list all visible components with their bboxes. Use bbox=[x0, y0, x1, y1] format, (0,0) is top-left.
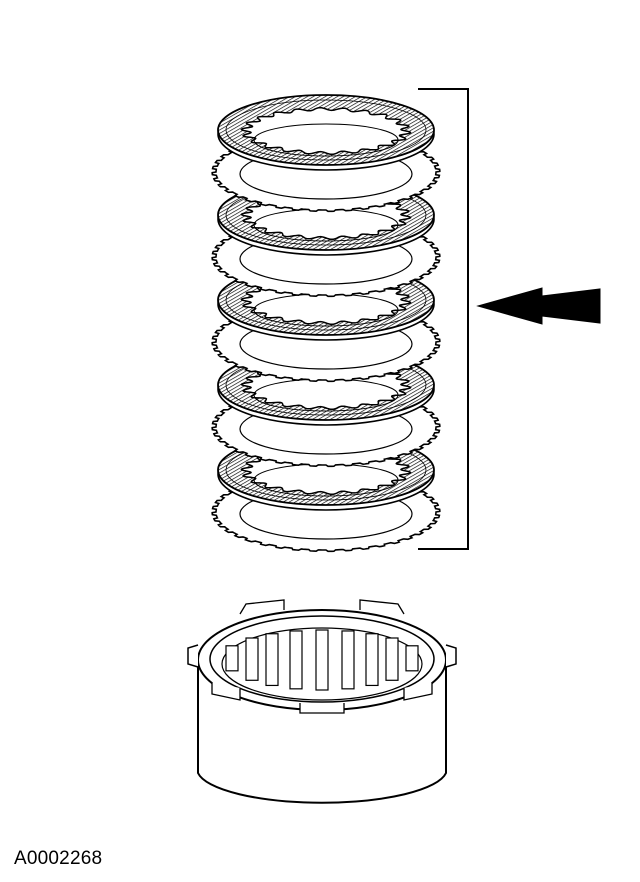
friction-plate bbox=[217, 94, 435, 171]
figure-id-label: A0002268 bbox=[14, 848, 102, 869]
drum-spline bbox=[225, 645, 239, 672]
drum-spline bbox=[245, 637, 259, 681]
bracket bbox=[418, 88, 469, 550]
drum-spline bbox=[289, 630, 303, 690]
drum-spline bbox=[365, 633, 379, 687]
drum-spline bbox=[265, 633, 279, 687]
arrow bbox=[476, 287, 601, 325]
drum-spline bbox=[385, 637, 399, 681]
drum-splines bbox=[225, 629, 419, 691]
drum-spline bbox=[341, 630, 355, 690]
drum-spline bbox=[405, 645, 419, 672]
drum-spline bbox=[315, 629, 329, 691]
clutch-drum bbox=[187, 599, 457, 804]
clutch-plate-stack bbox=[211, 94, 441, 553]
